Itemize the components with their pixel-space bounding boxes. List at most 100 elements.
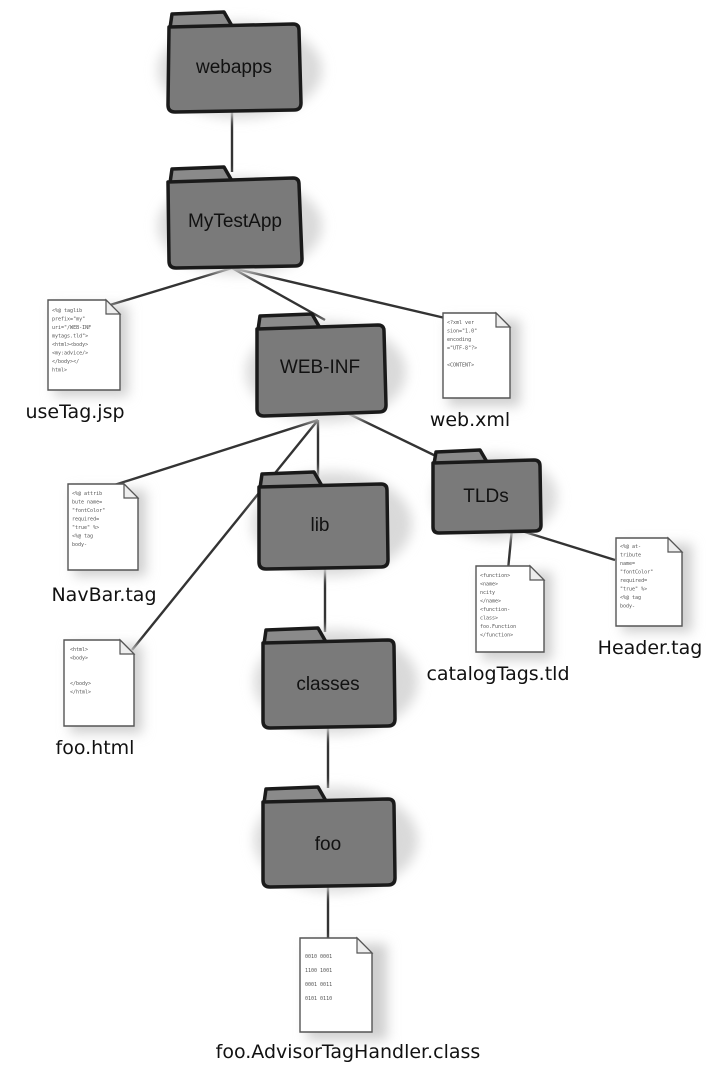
file-usetag-jsp[interactable]: <%@ taglibprefix="my"uri="/WEB-INFmytags… — [25, 298, 128, 423]
folder-shape — [255, 323, 388, 418]
file-label-advisor: foo.AdvisorTagHandler.class — [216, 1041, 481, 1063]
doc-code-line: <function- — [480, 607, 510, 613]
doc-icon — [67, 483, 139, 571]
doc-lines: <%@ at-tributename="fontColor"required="… — [620, 544, 653, 610]
edge-webinf-foohtml — [131, 419, 319, 651]
doc-lines: <?xml ver sion="1.0" encoding ="UTF-8"?> <CO… — [447, 320, 477, 369]
folder-label-mytestapp: MyTestApp — [188, 211, 282, 232]
doc-code-line: <name> — [480, 582, 498, 588]
doc-code-line: class> — [480, 616, 498, 622]
folder-label-tlds: TLDs — [463, 486, 508, 507]
edge-webinf-navbar — [104, 418, 319, 490]
doc-code-line: <%@ attrib — [72, 491, 102, 497]
folder-lib[interactable]: lib — [252, 470, 412, 576]
file-catalogtags-tld[interactable]: <function><name>ncity</name><function-cl… — [426, 564, 570, 685]
folder-shape — [166, 176, 304, 270]
doc-fold — [119, 638, 136, 655]
doc-lines: <%@ taglibprefix="my"uri="/WEB-INFmytags… — [52, 308, 91, 374]
doc-fold — [105, 298, 122, 315]
doc-code-line: ="UTF-8"?> — [447, 346, 477, 352]
doc-code-line: <%@ tag — [620, 595, 641, 601]
file-label-header: Header.tag — [598, 637, 703, 659]
doc-code-line: name= — [620, 561, 635, 567]
doc-code-line: body- — [620, 604, 635, 610]
doc-code-line: "fontColor" — [72, 508, 105, 514]
doc-code-line: <?xml ver — [447, 320, 474, 326]
file-web-xml[interactable]: <?xml ver sion="1.0" encoding ="UTF-8"?> <CO… — [430, 311, 520, 431]
folder-shape — [166, 22, 303, 114]
doc-fold — [356, 936, 374, 954]
file-label-foohtml: foo.html — [56, 737, 135, 759]
doc-lines: <html><body></body></html> — [70, 647, 91, 696]
doc-code-line: </html> — [70, 690, 91, 696]
doc-code-line: tribute — [620, 553, 641, 559]
doc-code-line: "true" %> — [620, 587, 647, 593]
doc-code-line: <html> — [70, 647, 88, 653]
doc-code-line: body- — [72, 542, 87, 548]
folder-shape — [261, 797, 397, 889]
doc-code-line: sion="1.0" — [447, 329, 477, 335]
doc-lines-binary: 0010 0001 1100 1001 0001 0011 0101 0110 — [305, 954, 332, 1002]
doc-code-line: <CONTENT> — [447, 363, 474, 369]
file-label-navbar: NavBar.tag — [51, 584, 156, 606]
doc-code-line: "fontColor" — [620, 570, 653, 576]
doc-icon — [299, 937, 373, 1033]
doc-code-line: "true" %> — [72, 525, 99, 531]
folder-label-lib: lib — [310, 515, 329, 536]
doc-code-line: </name> — [480, 599, 501, 605]
file-label-usetag: useTag.jsp — [25, 401, 124, 423]
doc-icon — [63, 639, 135, 727]
doc-code-line: 1100 1001 — [305, 968, 332, 974]
file-advisortaghandler-class[interactable]: 0010 0001 1100 1001 0001 0011 0101 0110 foo… — [216, 936, 481, 1063]
folder-mytestapp[interactable]: MyTestApp — [158, 165, 322, 274]
doc-code-line: uri="/WEB-INF — [52, 325, 91, 331]
edge-mytestapp-usetag — [109, 266, 233, 307]
folder-webapps[interactable]: webapps — [158, 10, 322, 118]
doc-code-line: foo.Function — [480, 624, 516, 630]
doc-lines: <function><name>ncity</name><function-cl… — [480, 573, 516, 639]
file-header-tag[interactable]: <%@ at-tributename="fontColor"required="… — [598, 536, 703, 659]
doc-icon — [442, 312, 511, 399]
edge-mytestapp-webinf — [231, 266, 326, 322]
doc-fold — [529, 564, 546, 581]
folder-webinf[interactable]: WEB-INF — [246, 312, 406, 422]
doc-code-line: mytags.tld"> — [52, 334, 88, 340]
folder-shape — [261, 638, 397, 730]
doc-code-line: </function> — [480, 633, 513, 639]
doc-fold — [123, 482, 140, 499]
edge-webinf-tlds — [344, 410, 441, 460]
folder-foo[interactable]: foo — [254, 785, 418, 892]
file-label-catalogtags: catalogTags.tld — [426, 663, 569, 685]
doc-icon — [47, 299, 121, 391]
doc-code-line: 0010 0001 — [305, 954, 332, 960]
doc-code-line: <body> — [70, 656, 88, 662]
folder-tlds[interactable]: TLDs — [431, 448, 557, 539]
doc-code-line: bute name= — [72, 500, 102, 506]
doc-code-line: <my:advice/> — [52, 351, 88, 357]
doc-icon — [475, 565, 545, 653]
edge-tlds-header — [511, 526, 616, 562]
file-label-webxml: web.xml — [430, 409, 510, 431]
doc-code-line: <%@ tag — [72, 534, 93, 540]
folder-label-webinf: WEB-INF — [280, 357, 360, 378]
doc-code-line: prefix="my" — [52, 317, 85, 323]
doc-code-line: required= — [72, 517, 99, 523]
file-navbar-tag[interactable]: <%@ attrib bute name= "fontColor" required=… — [51, 482, 157, 606]
file-foo-html[interactable]: <html><body></body></html> foo.html — [56, 638, 142, 759]
doc-code-line: </body></ — [52, 359, 79, 365]
doc-code-line: html> — [52, 368, 67, 374]
doc-fold — [667, 536, 684, 553]
doc-code-line: 0001 0011 — [305, 982, 332, 988]
doc-code-line: encoding — [447, 337, 471, 343]
tree-edges — [104, 108, 616, 940]
folder-label-webapps: webapps — [195, 57, 272, 78]
folder-shape — [431, 458, 543, 535]
folder-classes[interactable]: classes — [254, 626, 418, 734]
doc-lines: <%@ attrib bute name= "fontColor" required=… — [72, 491, 105, 548]
doc-code-line: <html><body> — [52, 342, 88, 348]
doc-code-line: 0101 0110 — [305, 996, 332, 1002]
doc-code-line: <function> — [480, 573, 510, 579]
folder-shape — [257, 482, 390, 571]
doc-code-line: required= — [620, 578, 647, 584]
